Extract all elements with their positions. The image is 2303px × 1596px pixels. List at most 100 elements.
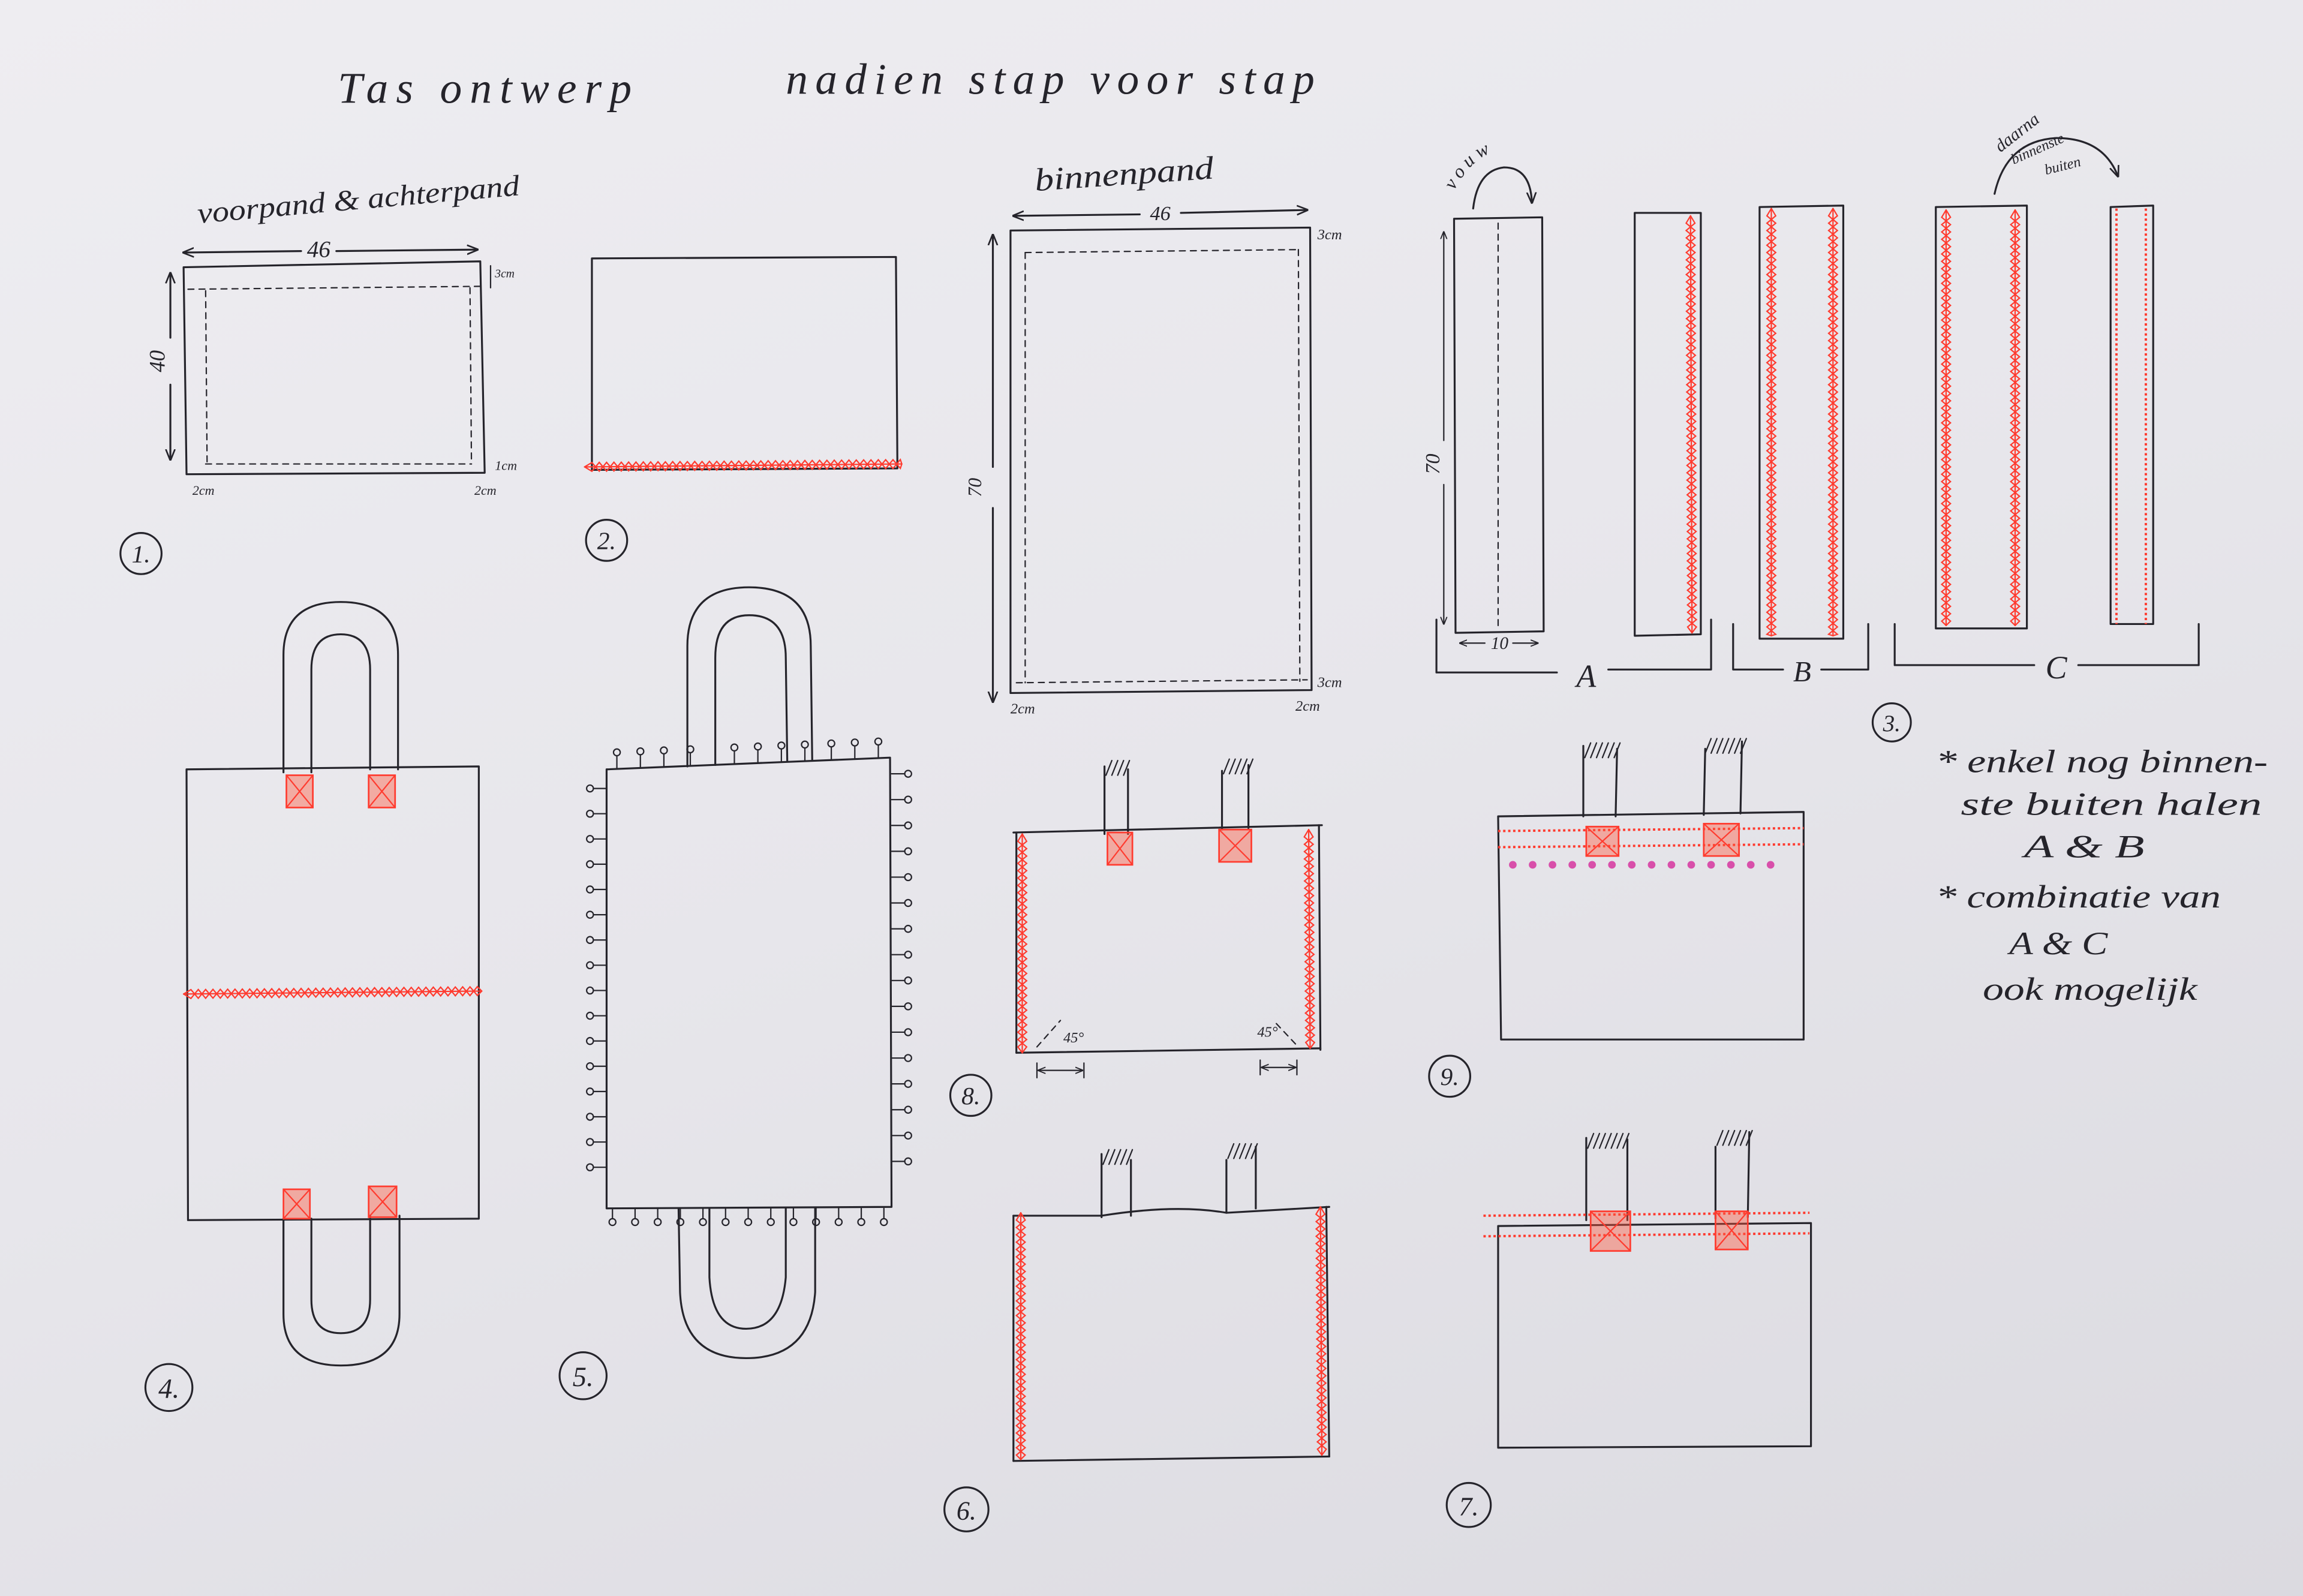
hatch-stroke <box>1604 1132 1612 1149</box>
pin-head <box>586 1113 594 1121</box>
pin <box>789 1207 798 1227</box>
pin <box>891 1002 912 1011</box>
note-line: * combinatie van <box>1936 879 2221 915</box>
strap-end-hatching <box>1102 1149 1134 1165</box>
pin <box>612 748 621 770</box>
corner-45-line <box>1273 1020 1297 1045</box>
hatch-stroke <box>1120 1149 1128 1165</box>
cross-stitch-box <box>1218 828 1252 863</box>
pin-head <box>904 976 912 985</box>
stitch-dotted-line <box>1483 1232 1810 1238</box>
step-circle <box>1445 1481 1492 1528</box>
step-number: 4. <box>158 1374 179 1405</box>
stitch-zigzag <box>1827 208 1839 637</box>
pin <box>586 1113 608 1121</box>
panel-step-4 <box>185 601 480 1367</box>
hatch-stroke <box>1613 742 1621 759</box>
strap-end-hatching <box>1222 758 1254 775</box>
stitch-line <box>1319 1206 1323 1456</box>
hatch-stroke <box>1593 1132 1601 1149</box>
step-numbers: 1. 2. 3. 4. 5. 6. 7. 8. 9. <box>119 519 1912 1532</box>
zigzag-stitch <box>1827 208 1839 637</box>
pin <box>699 1207 707 1227</box>
pin <box>891 1054 912 1062</box>
pin-head <box>904 1157 912 1166</box>
variant-c-label: C <box>2046 650 2068 686</box>
pin <box>891 770 912 778</box>
hatch-stroke <box>1117 759 1125 776</box>
title-part-1: Tas ontwerp <box>338 64 632 112</box>
stitch-zigzag <box>1685 215 1698 634</box>
hatch-stroke <box>1244 1143 1252 1159</box>
strap-c-open-outline <box>1935 205 2028 630</box>
cross-stitch-box <box>1589 1210 1631 1252</box>
panel-step-7 <box>1497 1131 1812 1449</box>
bag-outline <box>1497 811 1805 1041</box>
pin-head <box>730 743 739 752</box>
variant-a-label: A <box>1574 659 1597 695</box>
pin-dot <box>1766 861 1775 869</box>
pin-head <box>904 873 912 882</box>
bag-bottom-edge <box>1015 1047 1322 1054</box>
width-dimension-arrow <box>1180 210 1307 213</box>
hatch-stroke <box>1607 742 1615 759</box>
strap-a-outline <box>1634 212 1702 637</box>
strap-c-turned-outline <box>2109 205 2154 626</box>
pin-head <box>904 1054 912 1062</box>
bracket-a <box>1607 618 1712 671</box>
height-value: 70 <box>964 478 985 497</box>
strap-end-hatching <box>1105 759 1131 776</box>
step-circle <box>943 1486 990 1532</box>
pin <box>766 1207 775 1227</box>
pin <box>586 1011 608 1020</box>
pin <box>880 1207 888 1227</box>
pin <box>660 746 668 768</box>
strap-end-hatching <box>1704 738 1747 754</box>
notes: * enkel nog binnen- ste buiten halen A &… <box>1936 744 2268 1007</box>
hatch-stroke <box>1228 758 1236 775</box>
step-circle <box>1871 702 1912 743</box>
pin-head <box>766 1218 775 1227</box>
strap-stub <box>1220 764 1250 831</box>
cross-mark <box>1715 1210 1749 1251</box>
pin-head <box>753 742 762 751</box>
hatch-stroke <box>1584 742 1592 759</box>
width-dimension-arrow <box>184 251 302 253</box>
zigzag-stitch <box>1315 1206 1327 1456</box>
stitch-zigzag <box>1315 1206 1327 1456</box>
hatch-stroke <box>1123 759 1131 776</box>
pin <box>686 745 694 767</box>
seam-allowance-line <box>1024 249 1300 254</box>
pin-head <box>744 1218 753 1227</box>
stitch-zigzag <box>1765 208 1777 637</box>
pin-head <box>586 1138 594 1146</box>
pin-head <box>586 986 594 995</box>
pin <box>857 1207 865 1227</box>
fold-arrow <box>1472 166 1532 210</box>
pin-dot <box>1667 861 1676 869</box>
step-number: 9. <box>1441 1063 1459 1091</box>
panel-step-5 <box>605 586 893 1360</box>
pin-dot <box>1529 861 1537 869</box>
right-margin-label: 1cm <box>495 458 517 473</box>
stitch-zigzag <box>1315 1206 1327 1456</box>
strap-stub <box>1101 1153 1132 1219</box>
stitch-dotted-line <box>1498 826 1804 832</box>
fold-label-text: vouw <box>1439 136 1492 193</box>
bottom-right-margin-label: 2cm <box>1295 698 1320 714</box>
stitch-line <box>183 990 483 995</box>
cross-mark <box>368 1185 398 1218</box>
hatch-stroke <box>1246 758 1254 775</box>
pin <box>753 742 762 764</box>
seam-allowance-line <box>469 287 473 465</box>
hatch-stroke <box>1108 1149 1116 1165</box>
pin <box>586 784 608 793</box>
pin-dot <box>1568 861 1576 869</box>
stitch-zigzag <box>584 458 903 473</box>
pin-head <box>612 748 621 757</box>
strap-stub <box>1585 1137 1629 1221</box>
width-value: 46 <box>1150 202 1171 225</box>
measure-tick <box>1259 1059 1298 1076</box>
bracket-c <box>2077 623 2200 666</box>
pin-head <box>653 1218 662 1227</box>
